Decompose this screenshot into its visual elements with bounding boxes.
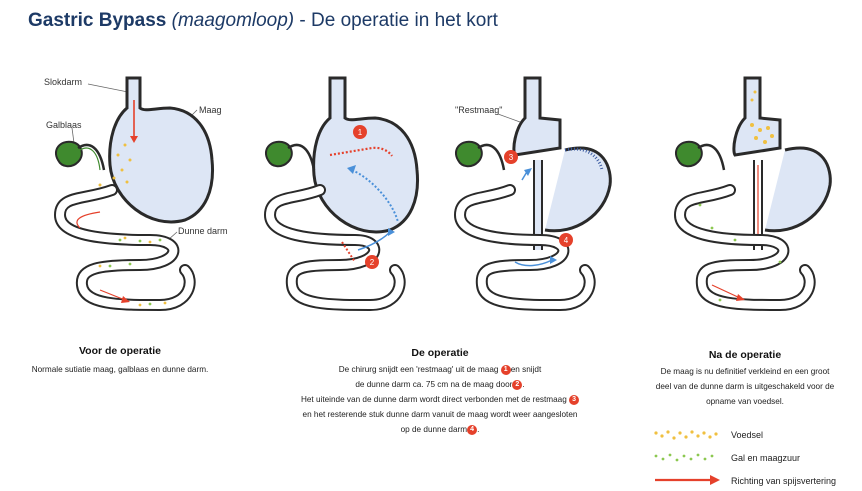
legend-arrowhead: [710, 475, 720, 485]
legend-bile-label: Gal en maagzuur: [731, 453, 800, 463]
legend-bile-swatch: [655, 454, 714, 462]
legend-food-label: Voedsel: [731, 430, 763, 440]
legend-food-swatch: [654, 430, 717, 439]
legend-direction-label: Richting van spijsvertering: [731, 476, 836, 486]
